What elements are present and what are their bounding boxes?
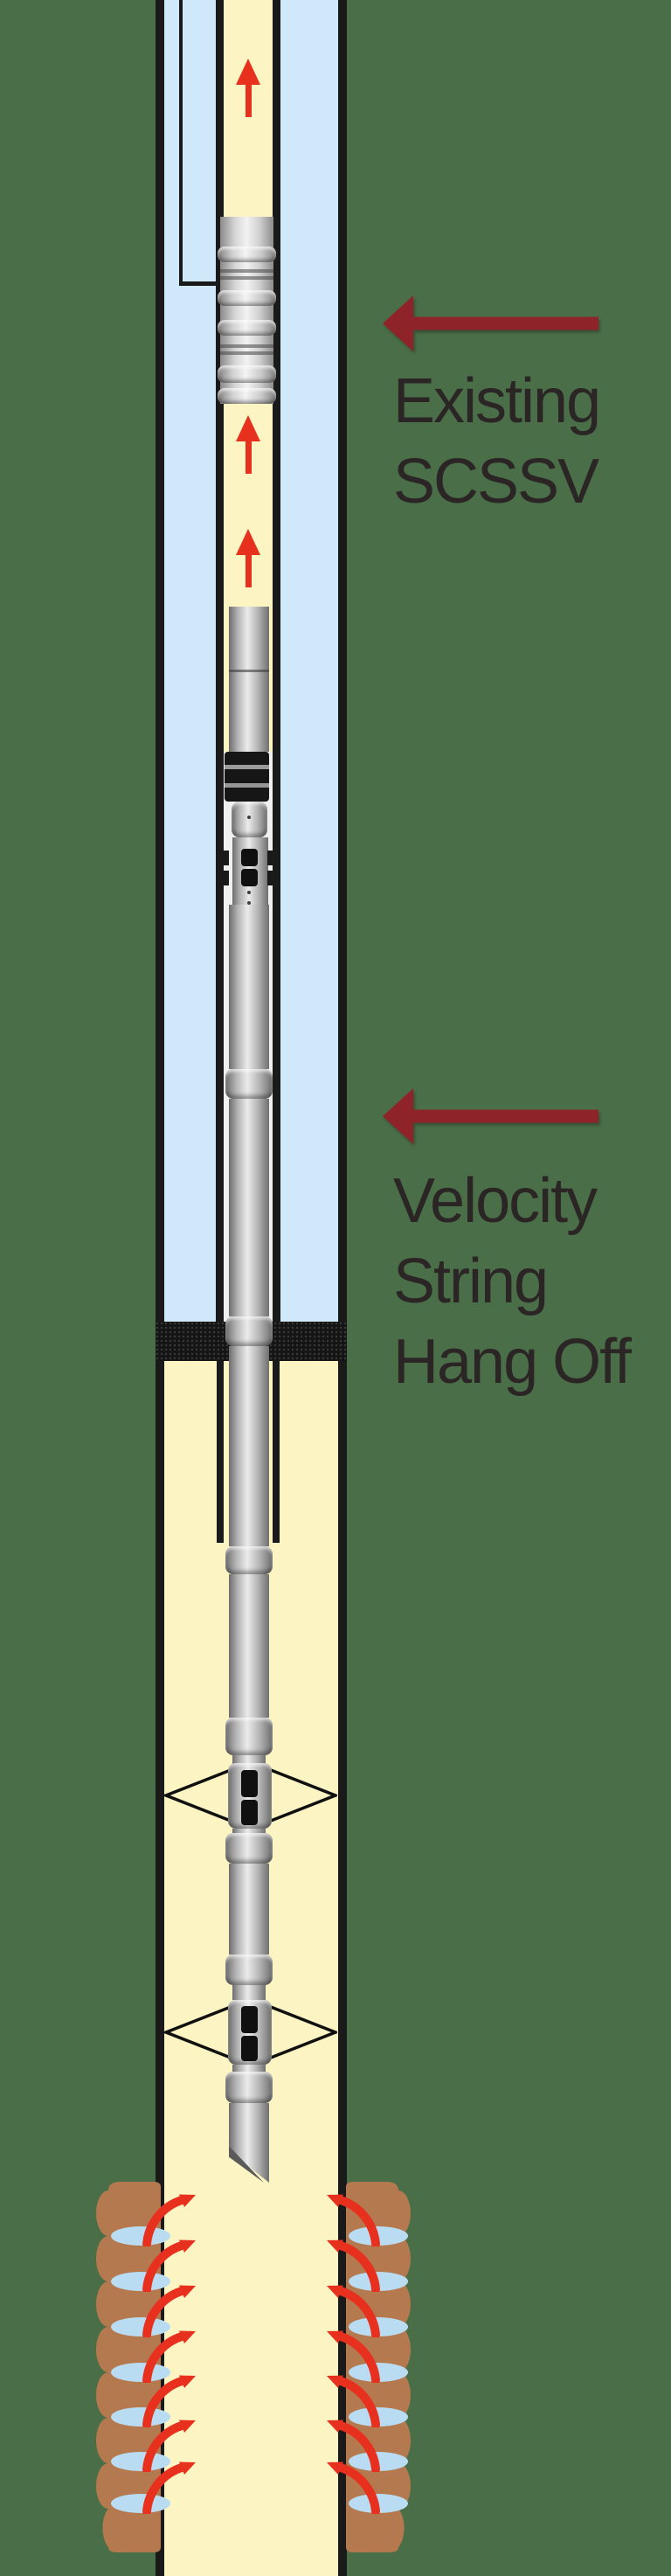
tool-slot (241, 2006, 258, 2033)
inflow-arrow-left (142, 2285, 196, 2337)
centralizer-diamond-upper (164, 1760, 337, 1830)
lock-screw (247, 816, 251, 819)
perforation-left (111, 2452, 170, 2471)
scssv-valve (218, 217, 276, 404)
inflow-arrow-right (327, 2194, 380, 2246)
flow-arrow-shaft (245, 441, 252, 474)
pipe-seam (229, 670, 269, 672)
lock-slot (241, 849, 258, 866)
inflow-arrow-right (327, 2420, 380, 2472)
pipe-coupling (225, 1546, 273, 1574)
flow-arrow-shaft (245, 84, 252, 117)
perforation-left (111, 2407, 170, 2427)
inflow-arrow-left (142, 2420, 196, 2472)
pipe-coupling (225, 2072, 273, 2103)
inflow-arrow-right (327, 2375, 380, 2427)
label-line: String (393, 1246, 549, 1316)
pipe-coupling (225, 1955, 273, 1985)
scssv-ridge (218, 320, 276, 336)
velocity-string-pipe (229, 1574, 269, 1718)
velocity-string-pipe (229, 1864, 269, 1955)
gas-lift-tool-lower (228, 2000, 272, 2065)
pipe-neck (232, 2065, 266, 2072)
tubing-stub-left (217, 1361, 224, 1543)
perforation-left (111, 2317, 170, 2336)
label-line: Existing (393, 366, 601, 436)
flow-arrow-up (236, 529, 260, 587)
tool-slot (241, 1800, 258, 1825)
perforation-left (111, 2272, 170, 2291)
velocity-string-pipe (229, 1099, 269, 1316)
perforation-left (111, 2494, 170, 2513)
flow-arrow-up (236, 415, 260, 474)
inflow-arrow-left (142, 2375, 196, 2427)
velocity-string-pipe (229, 607, 269, 752)
lock-collar (232, 802, 267, 837)
label-arrow-existing-scssv (383, 295, 598, 351)
casing-wall-right (338, 0, 347, 2576)
label-existing-scssv: Existing SCSSV (393, 361, 601, 522)
flow-arrow-shaft (245, 554, 252, 587)
casing-wall-left (156, 0, 164, 2576)
upper-liner-shoe (179, 281, 220, 286)
flow-arrow-head (236, 59, 260, 85)
scssv-ring (220, 344, 273, 348)
inflow-arrow-left (142, 2194, 196, 2246)
perforation-left (111, 2363, 170, 2382)
velocity-string-pipe (229, 905, 269, 1069)
label-line: SCSSV (393, 447, 599, 517)
scssv-ridge (218, 365, 276, 383)
flow-arrow-head (236, 529, 260, 555)
perforation-left (111, 2226, 170, 2246)
scssv-ring (220, 269, 273, 273)
lock-key-right (267, 851, 276, 865)
lock-mandrel (232, 837, 268, 905)
tubing-stub-right (273, 1361, 280, 1543)
flow-arrow-head (236, 415, 260, 441)
lock-key-left (220, 851, 229, 865)
lock-screw (247, 901, 251, 905)
pipe-coupling (225, 1833, 273, 1864)
lock-key-left (220, 871, 229, 885)
inflow-arrow-right (327, 2330, 380, 2383)
gas-lift-tool-upper (228, 1763, 272, 1829)
pipe-coupling (225, 1069, 273, 1099)
inflow-arrow-left (142, 2461, 196, 2514)
lock-screw (247, 891, 251, 894)
tool-slot (241, 1770, 258, 1797)
velocity-string-pipe (229, 1346, 269, 1546)
inflow-arrow-right (327, 2239, 380, 2292)
tool-slot (241, 2036, 258, 2061)
upper-liner-wall (179, 0, 183, 283)
packing-stack (225, 752, 269, 802)
scssv-ridge (218, 388, 276, 404)
inflow-arrow-left (142, 2239, 196, 2292)
lock-key-right (267, 871, 276, 885)
pipe-neck (232, 1985, 266, 2000)
inflow-arrow-right (327, 2461, 380, 2514)
label-arrow-hang-off (383, 1088, 598, 1144)
pipe-neck (232, 1829, 266, 1836)
flow-arrow-up (236, 59, 260, 117)
scssv-ridge (218, 246, 276, 262)
pipe-coupling (225, 1718, 273, 1755)
tubing-wall-right (273, 0, 280, 1322)
inflow-arrow-left (142, 2330, 196, 2383)
tubing-wall-left (216, 0, 224, 1322)
hang-off-coupling (225, 1316, 273, 1346)
lock-slot (241, 869, 258, 886)
centralizer-diamond-lower (164, 1997, 337, 2067)
label-line: Hang Off (393, 1327, 632, 1397)
label-line: Velocity (393, 1166, 598, 1236)
scssv-ridge (218, 290, 276, 306)
label-velocity-string-hang-off: Velocity String Hang Off (393, 1161, 632, 1402)
scssv-ring (220, 351, 273, 355)
scssv-ring (220, 276, 273, 280)
inflow-arrow-right (327, 2285, 380, 2337)
